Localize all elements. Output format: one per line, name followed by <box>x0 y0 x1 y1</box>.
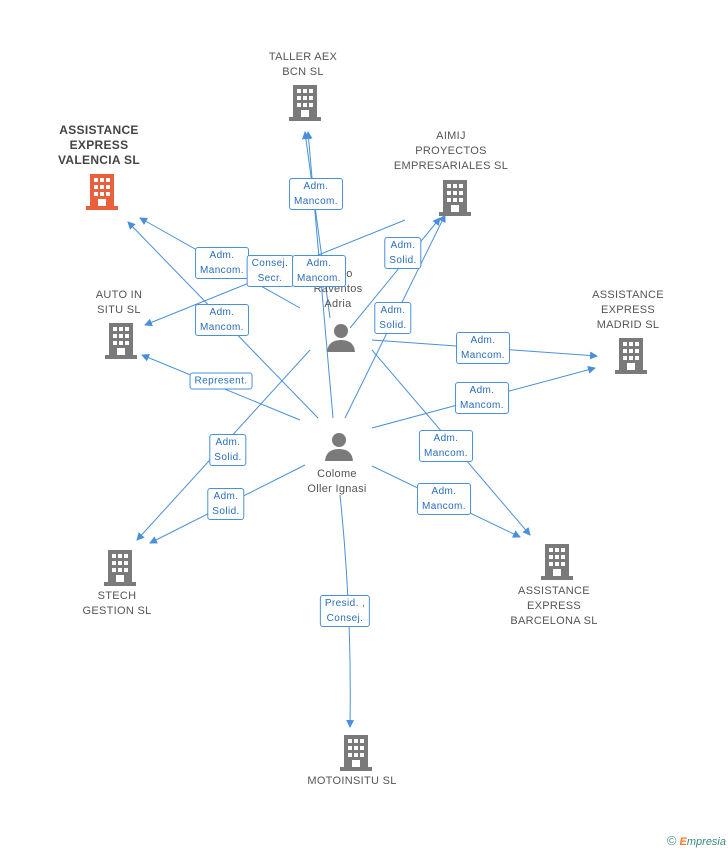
edge-label-6[interactable]: Adm. Mancom. <box>195 304 249 336</box>
edge-label-9[interactable]: Represent. <box>189 372 253 390</box>
node-label-moto[interactable]: MOTOINSITU SL <box>307 775 397 787</box>
node-label-taller[interactable]: TALLER AEX BCN SL <box>268 51 338 78</box>
edge-label-5[interactable]: Adm. Solid. <box>384 237 422 269</box>
brand-name: mpresia <box>686 836 726 848</box>
copyright-symbol: © <box>666 833 677 848</box>
building-icon-stech[interactable] <box>104 550 136 586</box>
person-icon-diego[interactable] <box>326 322 356 352</box>
edge-label-1[interactable]: Adm. Mancom. <box>289 178 343 210</box>
edge-diego-taller <box>301 131 331 319</box>
person-icon-colome[interactable] <box>324 431 354 461</box>
building-icon-taller[interactable] <box>289 85 321 121</box>
edge-label-11[interactable]: Adm. Solid. <box>209 434 247 466</box>
edge-label-10[interactable]: Adm. Mancom. <box>455 382 509 414</box>
node-label-stech[interactable]: STECH GESTION SL <box>82 590 152 617</box>
edge-label-15[interactable]: Presid. , Consej. <box>319 595 371 627</box>
edge-label-14[interactable]: Adm. Mancom. <box>417 483 471 515</box>
edge-label-4[interactable]: Adm. Mancom. <box>292 255 346 287</box>
building-icon-valencia[interactable] <box>86 174 118 210</box>
edge-label-7[interactable]: Adm. Solid. <box>374 302 412 334</box>
building-icon-auto[interactable] <box>105 323 137 359</box>
edge-label-8[interactable]: Adm. Mancom. <box>456 332 510 364</box>
brand-initial: E <box>679 836 687 848</box>
node-label-valencia[interactable]: ASSISTANCE EXPRESS VALENCIA SL <box>58 123 140 167</box>
edge-label-13[interactable]: Adm. Solid. <box>207 488 245 520</box>
building-icon-aimij[interactable] <box>439 180 471 216</box>
empresia-watermark: © Empresia <box>667 833 726 848</box>
node-label-barcelona[interactable]: ASSISTANCE EXPRESS BARCELONA SL <box>510 585 598 627</box>
node-label-auto[interactable]: AUTO IN SITU SL <box>95 289 143 316</box>
building-icon-madrid[interactable] <box>615 338 647 374</box>
edge-label-2[interactable]: Adm. Mancom. <box>195 247 249 279</box>
building-icon-moto[interactable] <box>340 735 372 771</box>
node-label-aimij[interactable]: AIMIJ PROYECTOS EMPRESARIALES SL <box>393 130 509 172</box>
edge-diego-aimij <box>349 217 441 329</box>
node-label-madrid[interactable]: ASSISTANCE EXPRESS MADRID SL <box>592 289 664 331</box>
edge-label-3[interactable]: Consej. Secr. <box>246 255 294 287</box>
edge-label-12[interactable]: Adm. Mancom. <box>419 430 473 462</box>
node-label-colome[interactable]: Colome Oller Ignasi <box>307 468 367 495</box>
building-icon-barcelona[interactable] <box>541 544 573 580</box>
